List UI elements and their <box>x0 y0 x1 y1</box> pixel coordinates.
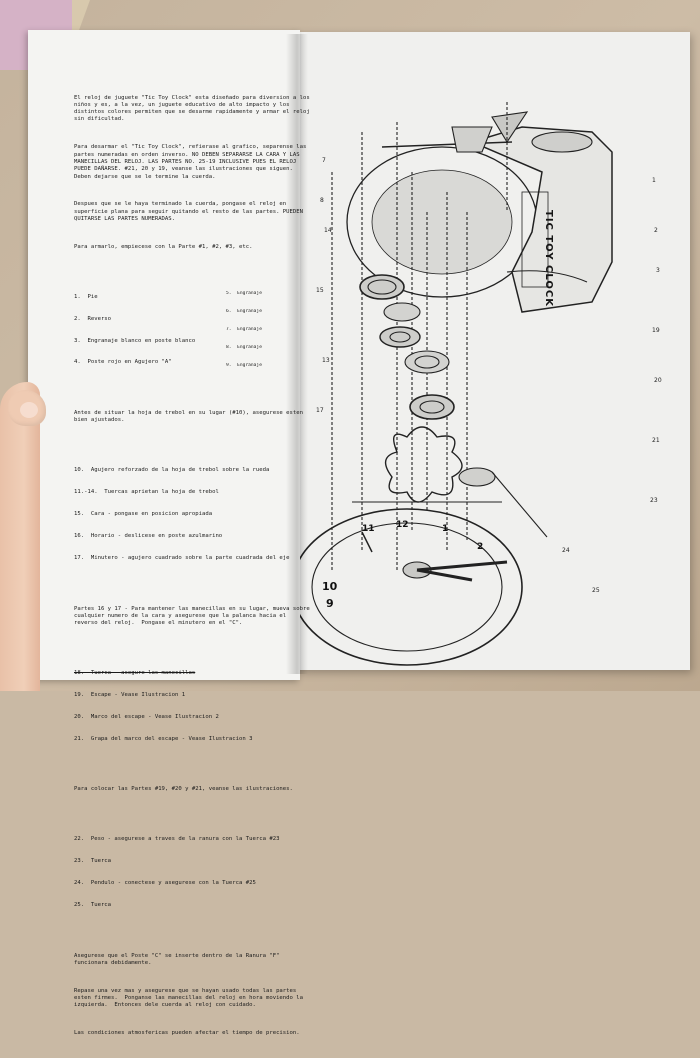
parts-list-5-9: 5. Engranaje 6. Engranaje 7. Engranaje 8… <box>226 279 306 381</box>
list-item: 8. Engranaje <box>226 345 262 351</box>
list-item: 10. Agujero reforzado de la hoja de treb… <box>74 467 270 474</box>
list-item: 3. Engranaje blanco en poste blanco <box>74 337 196 344</box>
holding-hand <box>0 382 40 691</box>
unwind-paragraph: Despues que se le haya terminado la cuer… <box>74 201 307 223</box>
dial-number-12: 12 <box>396 520 409 530</box>
list-item: 15. Cara - pongase en posicion apropiada <box>74 511 213 518</box>
parts-list-10-17: 10. Agujero reforzado de la hoja de treb… <box>74 453 310 577</box>
tic-toy-clock-label: TIC TOY CLOCK <box>543 210 554 307</box>
parts-list-18-21: 18. Tuerca - asegure las manecillas 19. … <box>74 655 310 757</box>
intro-paragraph: El reloj de juguete "Tic Toy Clock" esta… <box>74 94 310 123</box>
list-item: 20. Marco del escape - Vease Ilustracion… <box>74 713 219 720</box>
dial-number-11: 11 <box>362 524 375 534</box>
list-item: 25. Tuerca <box>74 901 112 908</box>
list-item-crossed: 18. Tuerca - asegure las manecillas <box>74 669 196 676</box>
svg-text:7: 7 <box>322 157 326 164</box>
svg-text:15: 15 <box>316 287 324 294</box>
svg-text:3: 3 <box>656 267 660 274</box>
disassembly-paragraph: Para desarmar el "Tic Toy Clock", refier… <box>74 144 310 180</box>
list-item: 24. Pendulo - conectese y asegurese con … <box>74 879 256 886</box>
dial-number-9: 9 <box>326 597 334 610</box>
svg-text:8: 8 <box>320 197 324 204</box>
instructions-text: El reloj de juguete "Tic Toy Clock" esta… <box>74 80 310 1058</box>
parts-list-1-9: 1. Pie 2. Reverso 3. Engranaje blanco en… <box>74 279 310 381</box>
list-item: 9. Engranaje <box>226 363 262 369</box>
svg-text:17: 17 <box>316 407 324 414</box>
list-item: 16. Horario - deslicese en poste azulmar… <box>74 532 223 539</box>
svg-text:23: 23 <box>650 497 658 504</box>
atmospheric-paragraph: Las condiciones atmosfericas pueden afec… <box>74 1030 300 1037</box>
list-item: 22. Peso - asegurese a traves de la ranu… <box>74 836 280 843</box>
left-page-instructions <box>28 30 300 680</box>
svg-text:2: 2 <box>654 227 658 234</box>
list-item: 23. Tuerca <box>74 858 112 865</box>
hands-paragraph: Partes 16 y 17 - Para mantener las manec… <box>74 605 310 627</box>
dial-number-10: 10 <box>322 580 338 593</box>
list-item: 1. Pie <box>74 293 98 300</box>
list-item: 7. Engranaje <box>226 327 262 333</box>
assembly-paragraph: Para armarlo, empiecese con la Parte #1,… <box>74 243 253 250</box>
svg-text:21: 21 <box>652 437 660 444</box>
svg-text:14: 14 <box>324 227 332 234</box>
svg-text:19: 19 <box>652 327 660 334</box>
dial-number-2: 2 <box>477 542 484 552</box>
list-item: 11.-14. Tuercas aprietan la hoja de treb… <box>74 489 219 496</box>
review-paragraph: Repase una vez mas y asegurese que se ha… <box>74 987 307 1009</box>
svg-text:20: 20 <box>654 377 662 384</box>
list-item: 17. Minutero - agujero cuadrado sobre la… <box>74 554 290 561</box>
placement-paragraph: Para colocar las Partes #19, #20 y #21, … <box>74 786 293 793</box>
list-item: 5. Engranaje <box>226 291 262 297</box>
list-item: 4. Poste rojo en Agujero "A" <box>74 359 172 366</box>
parts-list-22-25: 22. Peso - asegurese a traves de la ranu… <box>74 822 310 924</box>
thumbnail <box>20 402 38 418</box>
svg-text:13: 13 <box>322 357 330 364</box>
list-item: 19. Escape - Vease Ilustracion 1 <box>74 691 186 698</box>
post-paragraph: Asegurese que el Poste "C" se inserte de… <box>74 952 283 966</box>
list-item: 21. Grapa del marco del escape - Vease I… <box>74 735 253 742</box>
svg-text:24: 24 <box>562 547 570 554</box>
svg-text:1: 1 <box>652 177 656 184</box>
dial-number-1: 1 <box>442 524 449 534</box>
list-item: 2. Reverso <box>74 315 112 322</box>
parts-list-1-4: 1. Pie 2. Reverso 3. Engranaje blanco en… <box>74 279 222 381</box>
svg-text:25: 25 <box>592 587 600 594</box>
list-item: 6. Engranaje <box>226 309 262 315</box>
trebol-paragraph: Antes de situar la hoja de trebol en su … <box>74 410 307 424</box>
